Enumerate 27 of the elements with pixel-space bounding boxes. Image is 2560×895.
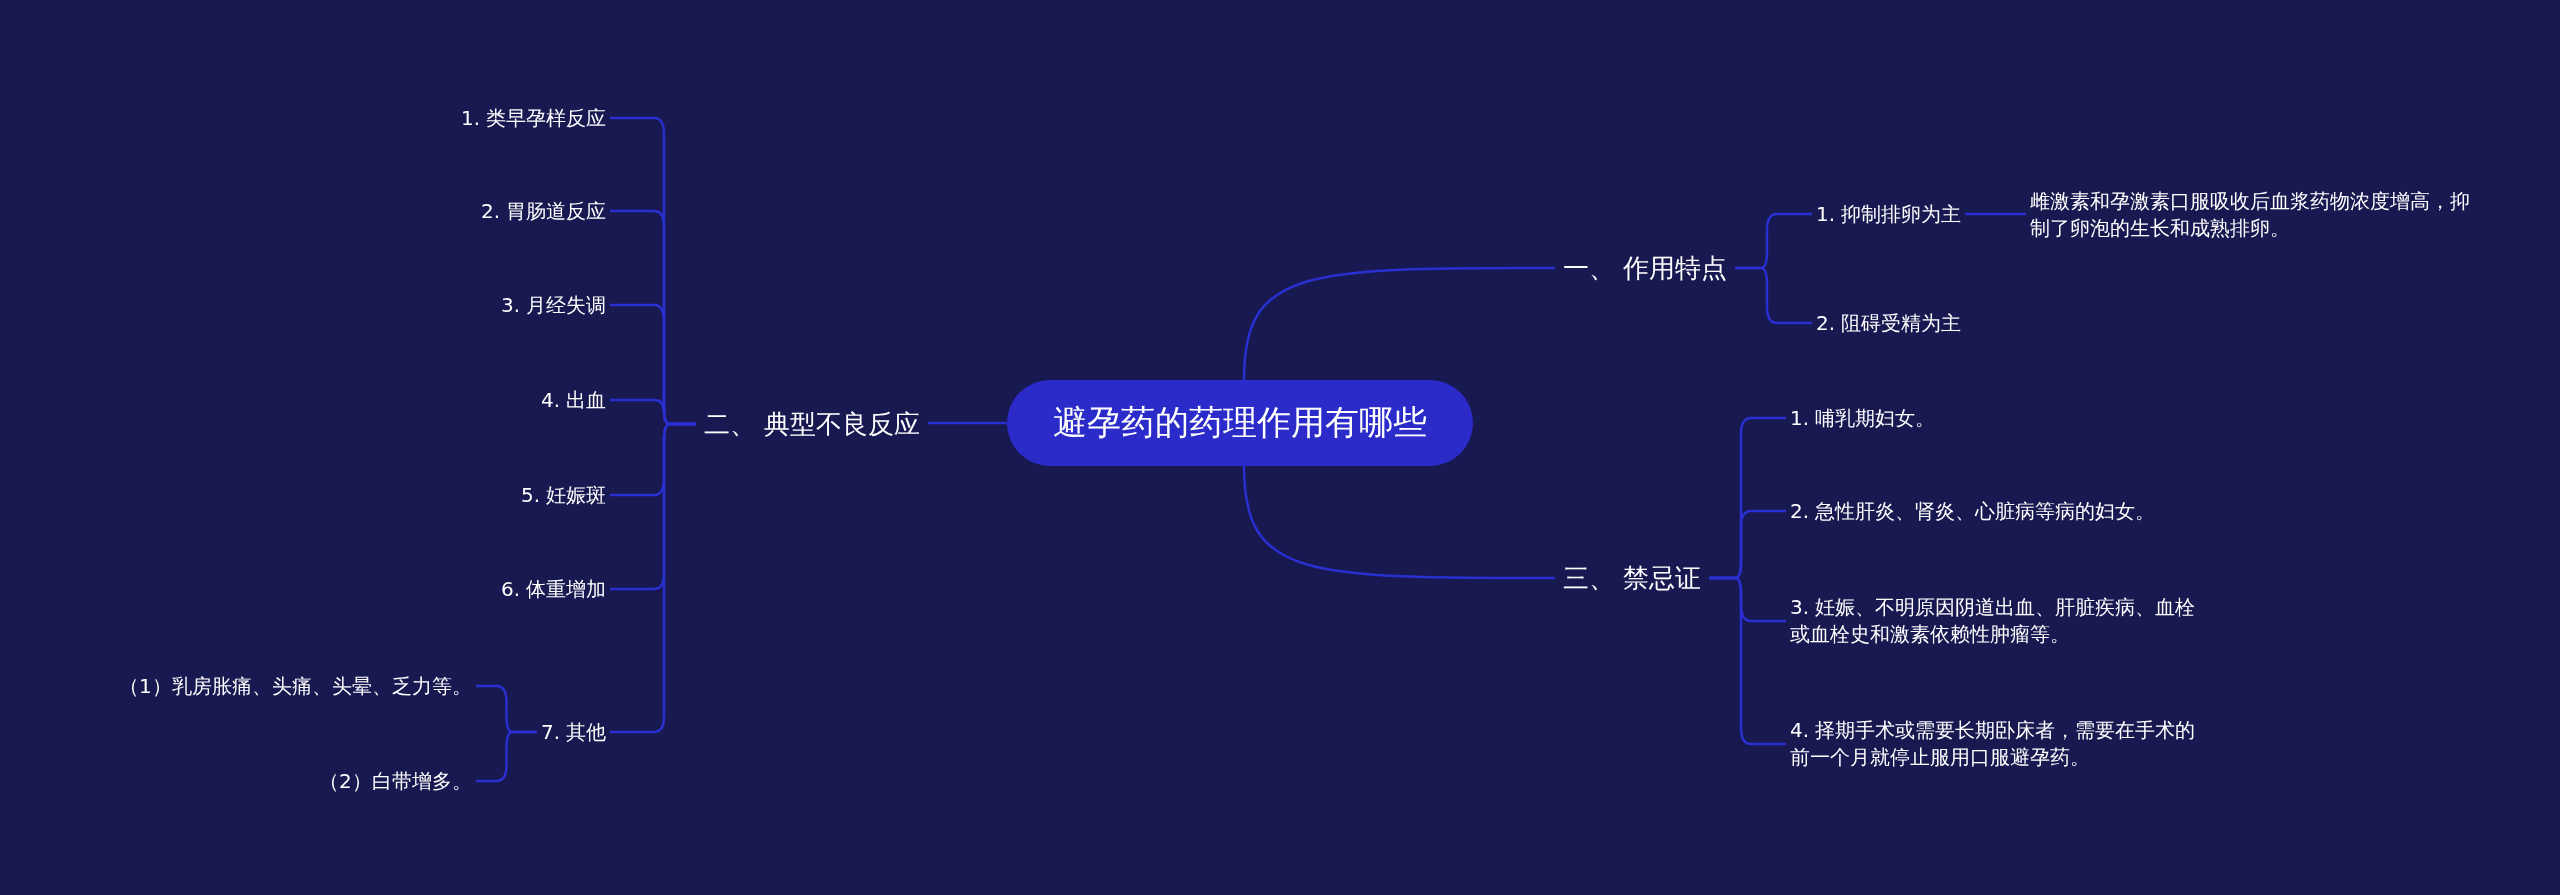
subtopic-text: 1. 类早孕样反应	[457, 102, 611, 134]
subtopic-text: 6. 体重增加	[497, 573, 611, 605]
connector-line	[1709, 576, 1786, 746]
subtopic-text: 2. 急性肝炎、肾炎、心脏病等病的妇女。	[1786, 495, 2160, 527]
subtopic-text: 4. 择期手术或需要长期卧床者，需要在手术的前一个月就停止服用口服避孕药。	[1786, 715, 2214, 773]
connector-line	[1965, 212, 2026, 216]
connector-line	[1242, 266, 1555, 381]
branch-topic: 三、 禁忌证	[1555, 556, 1710, 600]
connector-line	[1242, 465, 1555, 580]
subtopic-text: 7. 其他	[537, 716, 611, 748]
subtopic-text: （1）乳房胀痛、头痛、头晕、乏力等。	[115, 670, 476, 702]
connector-line	[1735, 266, 1812, 325]
branch-topic: 二、 典型不良反应	[696, 402, 929, 446]
connector-line	[928, 421, 1007, 425]
subtopic-text: 2. 胃肠道反应	[477, 195, 611, 227]
connector-line	[610, 422, 696, 734]
subtopic-text: 3. 妊娠、不明原因阴道出血、肝脏疾病、血栓或血栓史和激素依赖性肿瘤等。	[1786, 592, 2214, 650]
subtopic-text: 4. 出血	[537, 384, 611, 416]
central-topic: 避孕药的药理作用有哪些	[1007, 380, 1473, 466]
branch-topic: 一、 作用特点	[1555, 246, 1736, 290]
subtopic-text: 1. 抑制排卵为主	[1812, 198, 1966, 230]
subtopic-text: 5. 妊娠斑	[517, 479, 611, 511]
subtopic-text: （2）白带增多。	[315, 765, 476, 797]
subtopic-text: 3. 月经失调	[497, 289, 611, 321]
subtopic-text: 1. 哺乳期妇女。	[1786, 402, 1940, 434]
subtopic-text: 雌激素和孕激素口服吸收后血浆药物浓度增高，抑制了卵泡的生长和成熟排卵。	[2026, 186, 2474, 244]
subtopic-text: 2. 阻碍受精为主	[1812, 307, 1966, 339]
